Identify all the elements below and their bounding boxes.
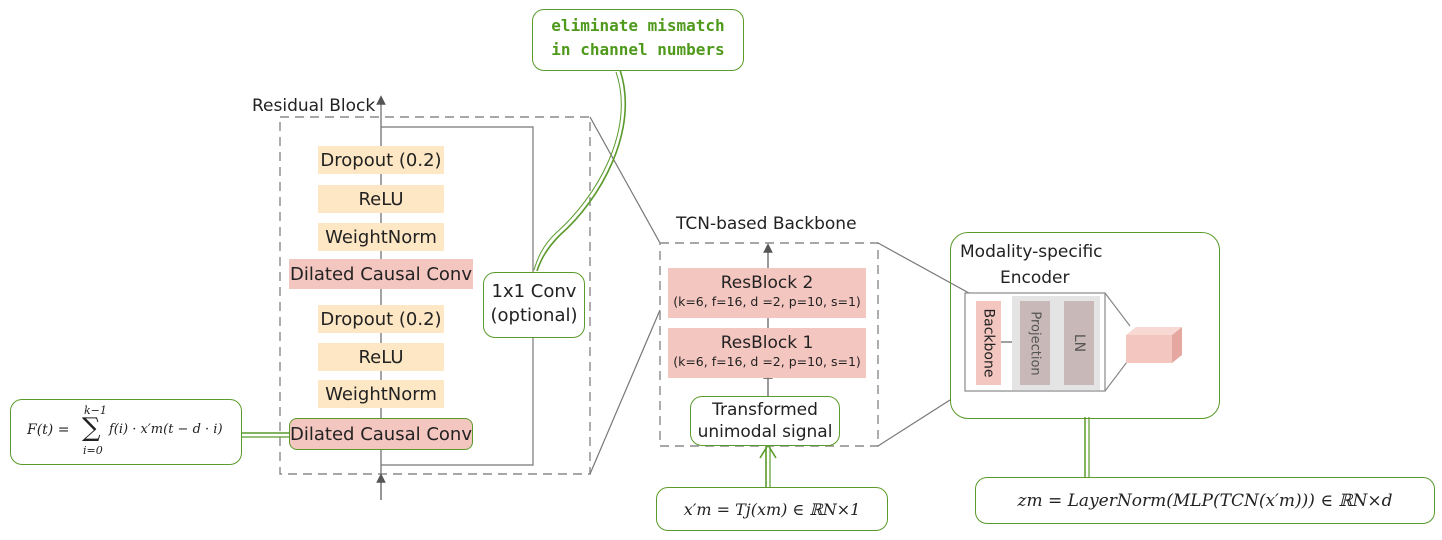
formula-residual-box: F(t) = k−1 ∑ i=0 f(i) · x′m(t − d · i)	[10, 399, 242, 465]
layer-weightnorm-top: WeightNorm	[318, 223, 444, 251]
mismatch-note-line1: eliminate mismatch	[551, 16, 725, 35]
resblock-2-params: (k=6, f=16, d =2, p=10, s=1)	[673, 294, 861, 309]
encoder-box	[950, 232, 1220, 419]
input-formula-box: x′m = Tj(xm) ∈ ℝN×1	[656, 487, 888, 531]
transformed-signal-line2: unimodal signal	[697, 422, 833, 442]
resblock-2: ResBlock 2 (k=6, f=16, d =2, p=10, s=1)	[668, 268, 866, 318]
transformed-signal-box: Transformed unimodal signal	[690, 396, 840, 446]
formula-sum-top: k−1	[84, 404, 107, 417]
tcn-title: TCN-based Backbone	[676, 214, 857, 234]
layer-dropout-top: Dropout (0.2)	[318, 146, 444, 174]
formula-sum-bottom: i=0	[83, 444, 103, 457]
resblock-2-title: ResBlock 2	[720, 273, 814, 293]
formula-body: f(i) · x′m(t − d · i)	[109, 422, 223, 437]
residual-block-title: Residual Block	[252, 96, 376, 116]
encoder-part-projection: Projection	[1020, 301, 1050, 385]
encoder-title-line2: Encoder	[1000, 268, 1070, 288]
note-connector	[536, 69, 627, 272]
skip-conv-box: 1x1 Conv (optional)	[483, 272, 585, 338]
mismatch-note: eliminate mismatch in channel numbers	[532, 9, 744, 71]
mismatch-note-line2: in channel numbers	[551, 40, 725, 59]
layer-dropout-bottom: Dropout (0.2)	[318, 305, 444, 333]
transformed-signal-line1: Transformed	[712, 400, 818, 420]
encoder-part-backbone: Backbone	[976, 301, 1001, 385]
layer-relu-bottom: ReLU	[318, 343, 444, 371]
skip-conv-sublabel: (optional)	[490, 305, 578, 326]
layer-dilated-conv-top: Dilated Causal Conv	[289, 259, 473, 289]
layer-weightnorm-bottom: WeightNorm	[318, 380, 444, 408]
resblock-1-params: (k=6, f=16, d =2, p=10, s=1)	[673, 354, 861, 369]
embedding-cube-icon	[1126, 327, 1182, 363]
layer-dilated-conv-bottom: Dilated Causal Conv	[289, 418, 473, 450]
encoder-formula-box: zm = LayerNorm(MLP(TCN(x′m))) ∈ ℝN×d	[975, 477, 1435, 524]
formula-lhs: F(t) =	[27, 422, 70, 438]
sum-symbol: ∑	[82, 413, 101, 443]
layer-relu-top: ReLU	[318, 185, 444, 213]
resblock-1-title: ResBlock 1	[720, 333, 814, 353]
input-formula: x′m = Tj(xm) ∈ ℝN×1	[683, 499, 861, 519]
resblock-1: ResBlock 1 (k=6, f=16, d =2, p=10, s=1)	[668, 328, 866, 378]
encoder-title-line1: Modality-specific	[960, 242, 1103, 262]
residual-block-frame	[279, 116, 591, 475]
encoder-formula: zm = LayerNorm(MLP(TCN(x′m))) ∈ ℝN×d	[1017, 490, 1393, 511]
encoder-part-ln: LN	[1064, 301, 1094, 385]
skip-conv-label: 1x1 Conv	[491, 281, 577, 302]
